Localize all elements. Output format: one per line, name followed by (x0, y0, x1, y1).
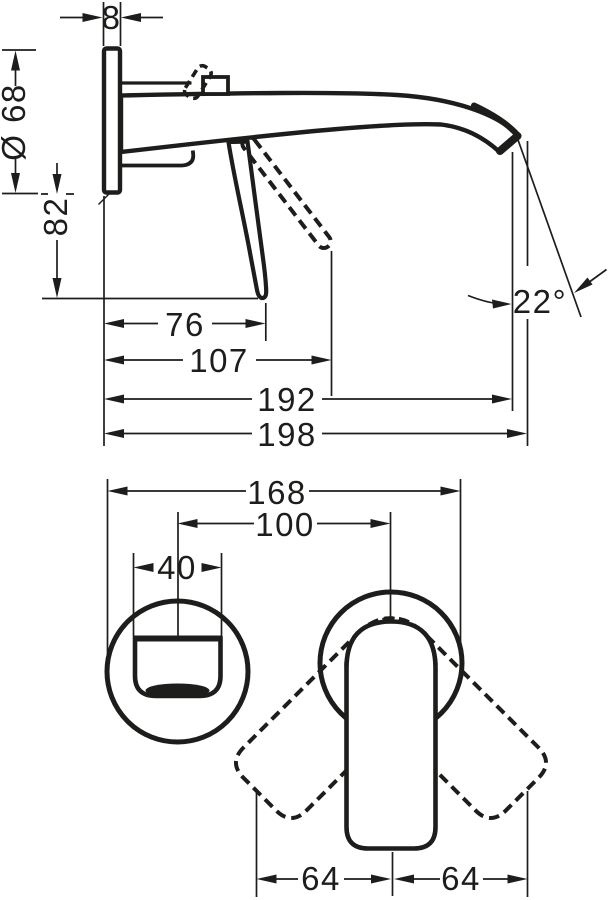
dim-label-handle-swing-left: 64 (301, 860, 341, 897)
lower-body-stub-side-view (121, 150, 196, 168)
dim-label-handle-reach-closed: 76 (165, 306, 205, 343)
dim-label-spout-reach-inner: 192 (257, 381, 317, 418)
spout-outlet-face (496, 132, 522, 155)
spout-escutcheon-bottom-view (104, 598, 251, 745)
spout-tip-top-edge (471, 102, 521, 138)
dim-label-centres-distance: 100 (255, 506, 315, 543)
dim-label-handle-swing-right: 64 (441, 860, 481, 897)
bottom-view-arrows (107, 486, 528, 884)
bottom-view-extension-lines (106, 479, 529, 897)
dim-label-handle-reach-open: 107 (189, 342, 249, 379)
dimension-labels: 8 Ø 68 82 76 107 192 198 22° 168 100 40 … (0, 0, 567, 897)
aerator-ellipse (145, 683, 210, 698)
dim-label-spout-width: 40 (157, 549, 197, 586)
pivot-block-side-view (201, 75, 230, 96)
dim-label-outlet-angle: 22° (513, 283, 567, 320)
wall-plate-side-view (101, 46, 123, 195)
pivot-open-ghost-side-view (182, 63, 213, 101)
datum-break-tick (98, 193, 110, 205)
side-view-arrows (11, 13, 593, 438)
spout-side-view (118, 90, 522, 155)
dim-label-height-below-plate: 82 (37, 197, 74, 237)
handle-bottom-view (344, 619, 438, 851)
dim-label-spout-reach-total: 198 (257, 416, 317, 453)
dim-label-plate-thickness: 8 (102, 0, 122, 36)
side-view-extension-lines (2, 2, 607, 446)
dim-label-plate-diameter: Ø 68 (0, 83, 32, 161)
bottom-view-dimension-lines (126, 490, 509, 880)
side-view-dimension-lines (14, 16, 509, 435)
lever-handle-open-ghost-side-view (240, 135, 333, 251)
spout-bottom-view (132, 636, 223, 699)
dim-label-overall-width: 168 (247, 474, 307, 511)
lever-handle-side-view (226, 139, 269, 301)
